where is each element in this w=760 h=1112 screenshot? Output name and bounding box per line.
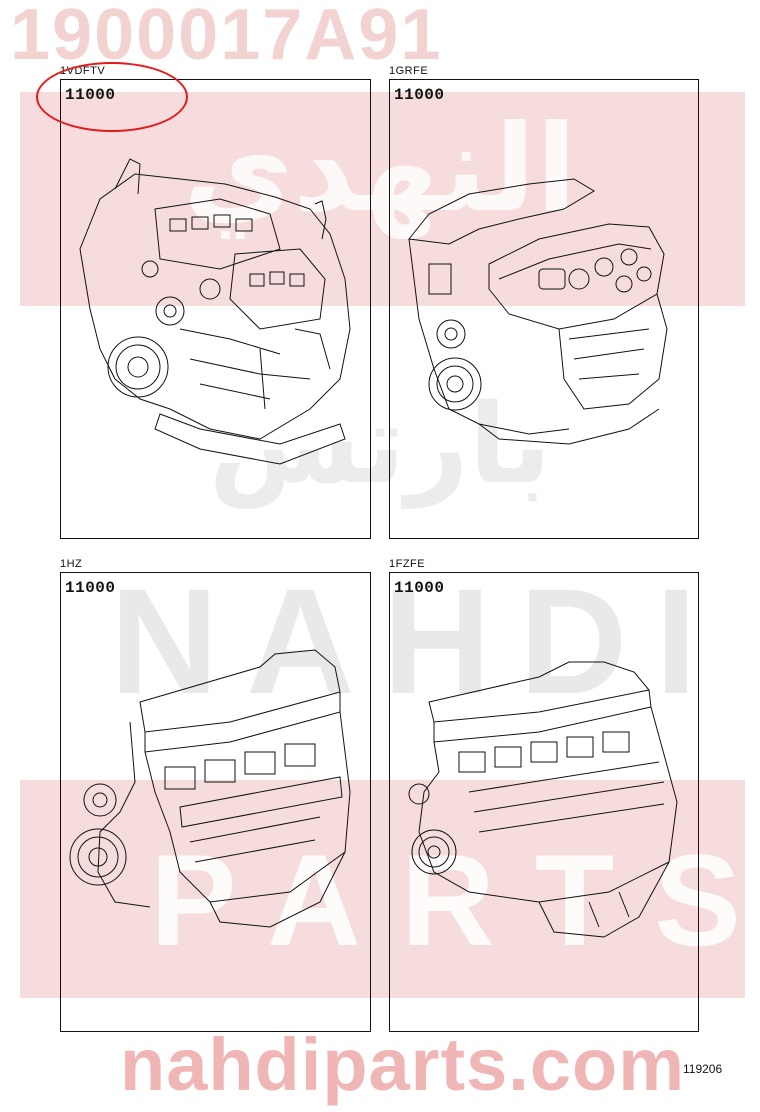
engine-label: 1GRFE bbox=[389, 65, 429, 77]
panel-frame bbox=[60, 79, 371, 539]
panel-frame bbox=[389, 572, 699, 1032]
panel-frame bbox=[389, 79, 699, 539]
part-number-callout[interactable]: 11000 bbox=[65, 579, 116, 597]
engine-panel-1grfe: 1GRFE 11000 bbox=[389, 65, 699, 539]
watermark-band-bottom bbox=[20, 780, 745, 998]
engine-panel-1fzfe: 1FZFE 11000 bbox=[389, 558, 699, 1032]
engine-v8-drawing bbox=[79, 158, 351, 465]
highlight-circle bbox=[36, 62, 188, 132]
diagram-reference-number: 119206 bbox=[683, 1062, 723, 1076]
panel-frame bbox=[60, 572, 371, 1032]
part-number-callout[interactable]: 11000 bbox=[394, 579, 445, 597]
engine-v6-drawing bbox=[408, 178, 668, 445]
watermark-arabic-top: النهدي bbox=[183, 100, 577, 239]
watermark-brand-upper: NAHDI bbox=[110, 557, 725, 725]
engine-label: 1FZFE bbox=[389, 558, 426, 570]
part-number-callout[interactable]: 11000 bbox=[394, 86, 445, 104]
engine-label: 1HZ bbox=[60, 558, 83, 570]
watermark-part-number: 1900017A91 bbox=[10, 0, 443, 75]
watermark-arabic-bottom: بارتس bbox=[208, 380, 552, 508]
engine-panel-1hz: 1HZ 11000 bbox=[60, 558, 371, 1032]
engine-inline6-diesel-drawing bbox=[69, 649, 351, 928]
watermark-site: nahdiparts.com bbox=[120, 1023, 685, 1106]
engine-inline6-petrol-drawing bbox=[408, 661, 678, 938]
engine-panel-1vdftv: 1VDFTV 11000 bbox=[60, 65, 371, 539]
